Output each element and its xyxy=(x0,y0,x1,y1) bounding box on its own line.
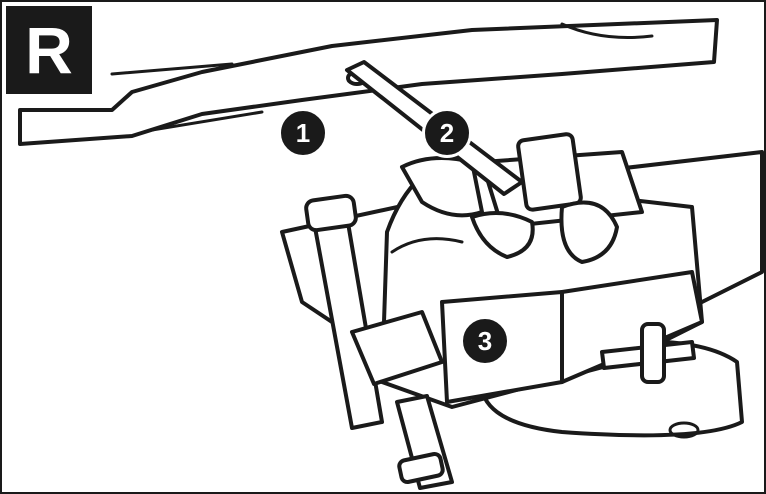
vise-icon xyxy=(280,132,764,490)
callout-3: 3 xyxy=(460,316,510,366)
step-letter-badge: R xyxy=(6,6,92,94)
callout-2: 2 xyxy=(422,108,472,158)
callout-1: 1 xyxy=(278,108,328,158)
